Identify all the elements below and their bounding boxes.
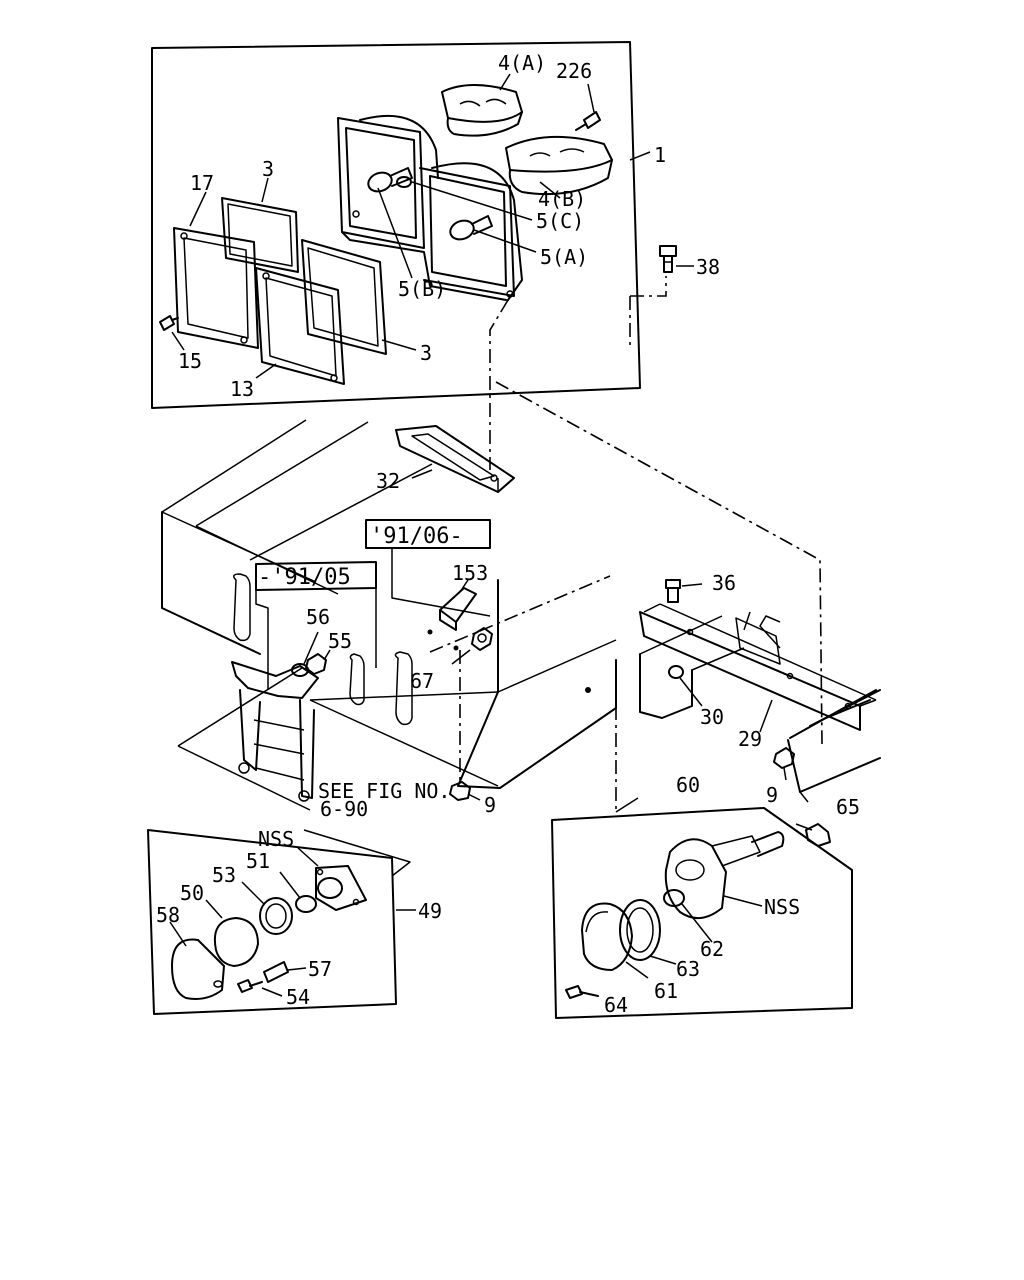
label-49: 49 bbox=[418, 899, 442, 923]
bulb-62 bbox=[663, 889, 713, 943]
label-36: 36 bbox=[712, 571, 736, 595]
screw-64 bbox=[565, 985, 599, 999]
nut-9-middle bbox=[449, 650, 481, 801]
lens-61 bbox=[581, 902, 649, 979]
label-64: 64 bbox=[604, 993, 628, 1017]
label-67: 67 bbox=[410, 669, 434, 693]
label-53: 53 bbox=[212, 863, 236, 887]
lamp-base-nss-left bbox=[297, 847, 367, 911]
label-63: 63 bbox=[676, 957, 700, 981]
label-58: 58 bbox=[156, 903, 180, 927]
label-32: 32 bbox=[376, 469, 400, 493]
label-4a: 4(A) bbox=[498, 51, 546, 75]
gasket-53 bbox=[241, 881, 293, 935]
date-from-text: '91/06- bbox=[370, 524, 463, 549]
screw-36 bbox=[665, 579, 703, 603]
bulb-5c bbox=[396, 176, 412, 188]
label-153: 153 bbox=[452, 561, 488, 585]
label-1: 1 bbox=[654, 143, 666, 167]
date-to-text: -'91/05 bbox=[258, 565, 351, 590]
label-57: 57 bbox=[308, 957, 332, 981]
lamp-60-box bbox=[551, 706, 853, 1019]
lens-17 bbox=[173, 227, 259, 349]
label-51: 51 bbox=[246, 849, 270, 873]
gasket-3-upper bbox=[221, 197, 299, 273]
label-17: 17 bbox=[190, 171, 214, 195]
label-61: 61 bbox=[654, 979, 678, 1003]
label-226: 226 bbox=[556, 59, 592, 83]
label-nss-right: NSS bbox=[764, 895, 800, 919]
label-13: 13 bbox=[230, 377, 254, 401]
screw-38 bbox=[659, 245, 677, 273]
connector-lines-top bbox=[489, 276, 823, 745]
label-62: 62 bbox=[700, 937, 724, 961]
nut-30 bbox=[668, 665, 703, 707]
label-nss-left: NSS bbox=[258, 827, 294, 851]
label-9-right: 9 bbox=[766, 783, 778, 807]
screw-54 bbox=[237, 979, 283, 997]
lens-50 bbox=[205, 899, 259, 967]
mount-bracket-left bbox=[177, 661, 319, 811]
cover-4b bbox=[505, 135, 613, 196]
part-labels: 4(A) 226 1 17 3 4(B) 5(C) 5(A) 38 5(B) 3… bbox=[156, 51, 860, 1017]
screw-15 bbox=[159, 315, 179, 331]
screw-226 bbox=[575, 111, 601, 131]
leader-29 bbox=[759, 699, 773, 733]
label-55: 55 bbox=[328, 629, 352, 653]
gasket-63 bbox=[619, 899, 677, 965]
part-153 bbox=[439, 579, 477, 631]
label-4b: 4(B) bbox=[538, 187, 586, 211]
vehicle-body bbox=[161, 419, 617, 789]
label-5a: 5(A) bbox=[540, 245, 588, 269]
label-3-lower: 3 bbox=[420, 341, 432, 365]
cover-4a bbox=[441, 84, 523, 137]
lens-13 bbox=[255, 267, 345, 385]
crossmember-29 bbox=[639, 603, 881, 803]
nut-67 bbox=[451, 627, 493, 665]
bulb-5a bbox=[449, 215, 493, 241]
label-5c: 5(C) bbox=[536, 209, 584, 233]
label-56: 56 bbox=[306, 605, 330, 629]
nut-9-right bbox=[773, 747, 795, 781]
lamp-49-box bbox=[147, 829, 416, 1015]
label-38: 38 bbox=[696, 255, 720, 279]
housing-58 bbox=[169, 921, 225, 1000]
lamp-assembly-box bbox=[151, 41, 641, 409]
leaders-top bbox=[171, 73, 694, 379]
bulb-5b bbox=[367, 167, 413, 193]
label-54: 54 bbox=[286, 985, 310, 1009]
gasket-3-lower bbox=[301, 239, 387, 355]
date-box-to bbox=[255, 561, 377, 690]
label-5b: 5(B) bbox=[398, 277, 446, 301]
screw-65 bbox=[805, 823, 831, 847]
date-box-from bbox=[365, 519, 491, 617]
label-65: 65 bbox=[836, 795, 860, 819]
label-29: 29 bbox=[738, 727, 762, 751]
see-fig-line2: 6-90 bbox=[320, 797, 368, 821]
nut-55 bbox=[305, 649, 331, 675]
bracket-57 bbox=[263, 961, 307, 983]
label-50: 50 bbox=[180, 881, 204, 905]
see-fig-line1: SEE FIG NO. bbox=[318, 779, 450, 803]
leader-32 bbox=[411, 469, 433, 479]
bulb-51 bbox=[279, 871, 317, 913]
label-60: 60 bbox=[676, 773, 700, 797]
label-15: 15 bbox=[178, 349, 202, 373]
lamp-housing-part-1 bbox=[337, 114, 523, 301]
label-3-upper: 3 bbox=[262, 157, 274, 181]
label-9-middle: 9 bbox=[484, 793, 496, 817]
label-30: 30 bbox=[700, 705, 724, 729]
bracket-32 bbox=[395, 425, 515, 493]
